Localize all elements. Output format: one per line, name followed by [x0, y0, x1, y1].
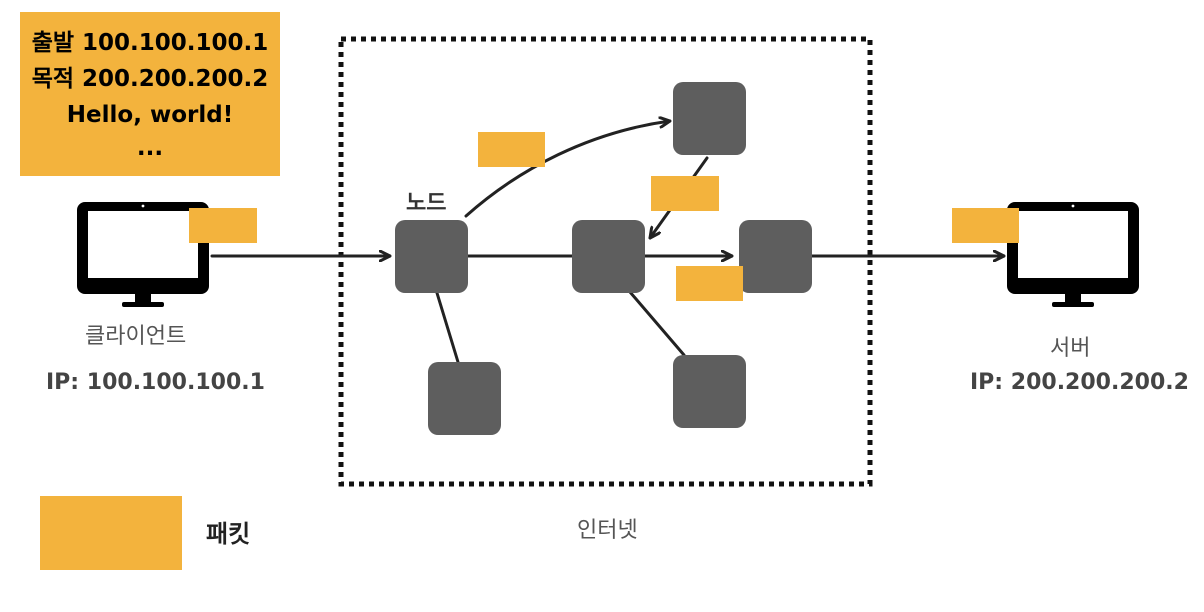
- packet-payload-line: Hello, world!: [66, 102, 234, 128]
- internet-label: 인터넷: [577, 518, 638, 543]
- link-node1-to-top-node: [464, 121, 672, 218]
- legend-packet-label: 패킷: [206, 520, 251, 548]
- node-label: 노드: [406, 191, 447, 216]
- node-top: [673, 82, 746, 155]
- link-node2-to-bottom-node: [628, 290, 686, 357]
- node-bottom-right: [673, 355, 746, 428]
- client-ip: IP: 100.100.100.1: [46, 370, 265, 395]
- internet-boundary: [338, 36, 873, 487]
- packet-info-box: 출발 100.100.100.1 목적 200.200.200.2 Hello,…: [20, 12, 280, 176]
- server-ip: IP: 200.200.200.2: [970, 370, 1189, 395]
- server-monitor-icon: [1007, 202, 1139, 307]
- node-exit: [739, 220, 812, 293]
- legend-packet-swatch: [40, 496, 182, 570]
- packet-at-client: [189, 208, 257, 243]
- packet-at-server: [952, 208, 1019, 243]
- node-bottom-left: [428, 362, 501, 435]
- server-label: 서버: [1050, 336, 1091, 361]
- node-entry: [395, 220, 468, 293]
- packet-source-line: 출발 100.100.100.1: [31, 30, 269, 56]
- link-node1-to-bottom-node: [435, 291, 460, 364]
- packet-to-exit-node: [676, 266, 743, 301]
- client-label: 클라이언트: [85, 324, 187, 349]
- packet-dest-line: 목적 200.200.200.2: [31, 66, 269, 92]
- packet-from-top-node: [651, 176, 719, 211]
- packet-ellipsis: ...: [136, 135, 164, 161]
- node-middle: [572, 220, 645, 293]
- client-monitor-icon: [77, 202, 209, 307]
- packet-on-top-path: [478, 132, 545, 167]
